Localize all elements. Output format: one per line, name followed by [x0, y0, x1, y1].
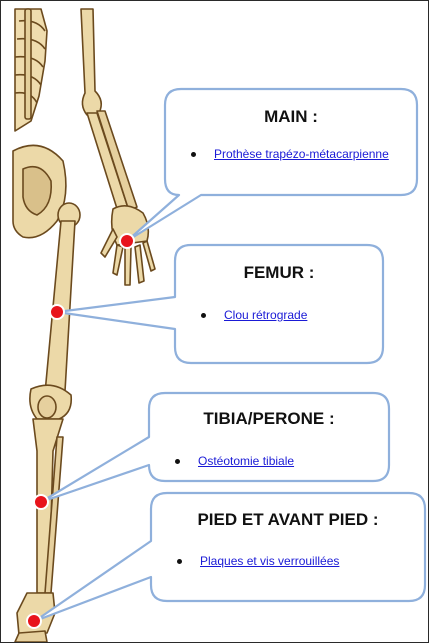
marker-pied: [27, 614, 41, 628]
link-prothese-trapezo-metacarpienne[interactable]: Prothèse trapézo-métacarpienne: [214, 147, 389, 161]
pelvis: [13, 145, 66, 237]
rib-cage: [15, 9, 47, 131]
callout-main-title: MAIN :: [165, 107, 417, 127]
link-plaques-et-vis-verrouillees[interactable]: Plaques et vis verrouillées: [200, 554, 339, 568]
link-clou-retrograde[interactable]: Clou rétrograde: [224, 308, 307, 322]
callout-main-item: Prothèse trapézo-métacarpienne: [191, 147, 389, 161]
callout-femur-item: Clou rétrograde: [201, 308, 307, 322]
bullet-icon: [201, 313, 206, 318]
bullet-icon: [175, 459, 180, 464]
humerus: [81, 9, 101, 115]
bullet-icon: [191, 152, 196, 157]
bullet-icon: [177, 559, 182, 564]
link-osteotomie-tibiale[interactable]: Ostéotomie tibiale: [198, 454, 294, 468]
patella: [38, 396, 56, 418]
marker-tibia: [34, 495, 48, 509]
callout-pied-title: PIED ET AVANT PIED :: [151, 510, 425, 530]
callout-pied-item: Plaques et vis verrouillées: [177, 554, 339, 568]
callout-tibia-item: Ostéotomie tibiale: [175, 454, 294, 468]
callout-femur-title: FEMUR :: [175, 263, 383, 283]
forearm: [87, 111, 137, 215]
marker-femur: [50, 305, 64, 319]
callout-tibia-title: TIBIA/PERONE :: [149, 409, 389, 429]
marker-main: [120, 234, 134, 248]
